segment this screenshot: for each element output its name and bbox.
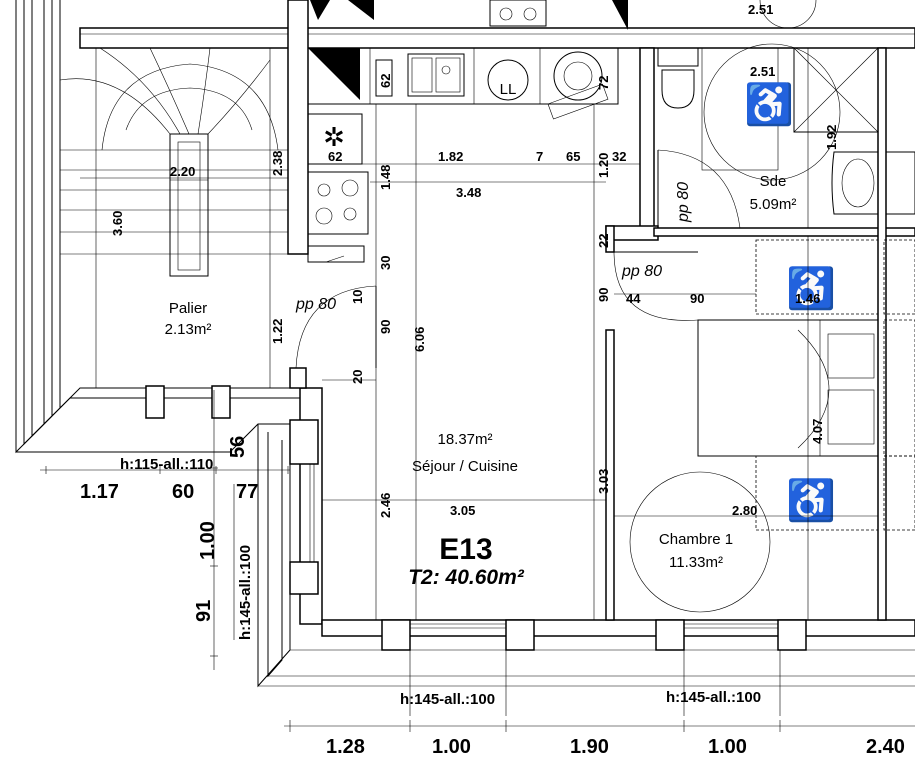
cooktop — [307, 171, 369, 235]
room-name-chambre: Chambre 1 — [659, 531, 733, 548]
dim-text: 90 — [378, 320, 393, 334]
dim-text: 2.40 — [866, 736, 905, 758]
dim-text: 1.90 — [570, 736, 609, 758]
dim-text: 56 — [227, 436, 249, 458]
unit-code: E13 — [439, 533, 492, 566]
dim-text: 1.28 — [326, 736, 365, 758]
dim-text: 2.51 — [750, 64, 775, 79]
dim-text: 62 — [328, 149, 342, 164]
dim-text: 60 — [172, 481, 194, 503]
dim-text: 77 — [236, 481, 258, 503]
dim-text: 90 — [690, 291, 704, 306]
dim-text: 44 — [626, 291, 641, 306]
wheelchair-icon: ♿ — [786, 477, 836, 523]
doors — [295, 149, 741, 369]
dim-text: 91 — [193, 600, 215, 622]
water-heater — [553, 51, 603, 101]
dim-text: 3.60 — [110, 211, 125, 236]
turning-circle-chambre — [629, 471, 771, 613]
dim-text: 7 — [536, 149, 543, 164]
opening-label-left-top: h:115-all.:110 — [120, 456, 213, 473]
washbasin — [831, 151, 879, 215]
dim-text: 1.48 — [378, 165, 393, 190]
wheelchair-icon: ♿ — [786, 265, 836, 311]
dim-text: 1.20 — [596, 153, 611, 178]
room-area-palier: 2.13m² — [165, 321, 212, 338]
interior-dimension-lines — [80, 48, 878, 620]
kitchen-counter — [307, 47, 619, 105]
dim-text: 1.92 — [824, 125, 839, 150]
dim-text: 3.05 — [450, 503, 475, 518]
dim-text: 1.00 — [432, 736, 471, 758]
unit-summary: T2: 40.60m² — [408, 566, 525, 589]
top-wall — [79, 27, 915, 49]
dim-text: 22 — [596, 234, 611, 248]
snowflake-icon: ✲ — [323, 122, 345, 152]
stair-partition — [287, 0, 309, 255]
dim-text: 6.06 — [412, 327, 427, 352]
wheelchair-icon: ♿ — [744, 81, 794, 127]
room-name-sejour: Séjour / Cuisine — [412, 458, 518, 475]
washing-machine-label: LL — [500, 81, 517, 98]
dishwasher — [307, 245, 365, 263]
sde-bottom-wall — [653, 227, 915, 237]
bedroom-fixtures: ♿ ♿ — [629, 239, 915, 613]
sink — [407, 53, 465, 97]
dim-text: 72 — [596, 76, 611, 90]
dim-text: 3.03 — [596, 469, 611, 494]
dim-text: 30 — [378, 256, 393, 270]
bathroom-fixtures: ♿ — [657, 0, 915, 215]
dim-text: 2.80 — [732, 503, 757, 518]
sde-partition — [639, 47, 655, 229]
door-label-sde: pp 80 — [675, 182, 692, 223]
dim-text: 4.07 — [810, 419, 825, 444]
dim-text: 1.17 — [80, 481, 119, 503]
door-label-chambre: pp 80 — [621, 263, 662, 280]
dim-text: 2.46 — [378, 493, 393, 518]
opening-label-bottom-2: h:145-all.:100 — [666, 689, 761, 706]
dim-text: 90 — [596, 288, 611, 302]
opening-label-bottom-1: h:145-all.:100 — [400, 691, 495, 708]
dim-text: 1.00 — [708, 736, 747, 758]
bed — [697, 319, 879, 457]
room-area-sde: 5.09m² — [750, 196, 797, 213]
dim-text: 2.20 — [170, 164, 195, 179]
exterior-dimension-lines — [40, 390, 915, 732]
dim-text: 20 — [350, 370, 365, 384]
dim-text: 1.46 — [795, 291, 820, 306]
room-area-sejour: 18.37m² — [437, 431, 492, 448]
staircase — [59, 47, 288, 277]
dim-text: 1.00 — [197, 521, 219, 560]
walls — [15, 0, 915, 688]
dim-text: 1.82 — [438, 149, 463, 164]
toilet — [661, 69, 695, 109]
dim-text: 62 — [378, 74, 393, 88]
door-label-palier: pp 80 — [295, 296, 336, 313]
shower — [793, 47, 879, 133]
chambre-partition — [605, 329, 615, 621]
kitchen-fixtures: LL ✲ — [307, 0, 619, 263]
dim-text: 3.48 — [456, 185, 481, 200]
dim-text: 1.22 — [270, 319, 285, 344]
east-wall — [877, 47, 887, 621]
dim-text: 2.38 — [270, 151, 285, 176]
dim-text: 10 — [350, 290, 365, 304]
dim-text: 65 — [566, 149, 580, 164]
turning-circle-sde — [703, 43, 841, 181]
washing-machine — [487, 59, 529, 101]
dim-text: 2.51 — [748, 2, 773, 17]
dim-text: 32 — [612, 149, 626, 164]
room-area-chambre: 11.33m² — [669, 554, 723, 571]
room-name-palier: Palier — [169, 300, 207, 317]
opening-label-left-side: h:145-all.:100 — [237, 545, 254, 640]
room-name-sde: Sde — [760, 173, 787, 190]
